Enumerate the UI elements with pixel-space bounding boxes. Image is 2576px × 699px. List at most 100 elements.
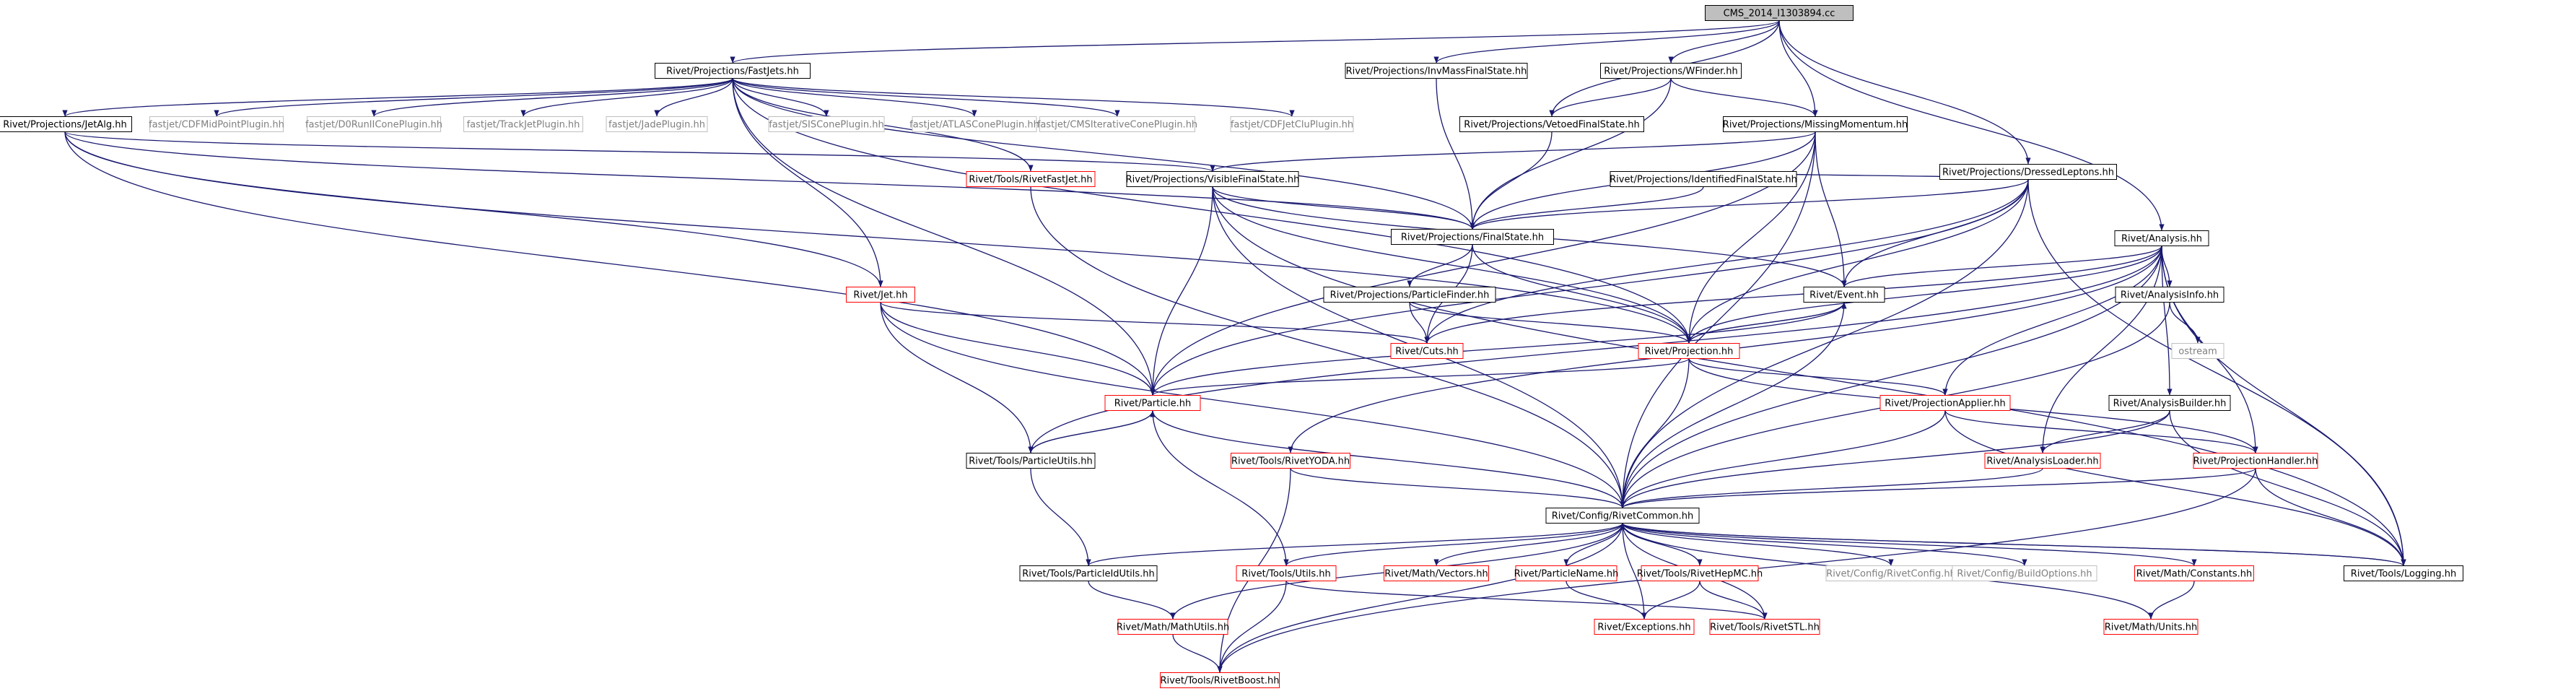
- edge-particle-to-rivetcommon: [1152, 410, 1625, 508]
- node-particleutils-box: [966, 453, 1096, 469]
- node-analysisloader[interactable]: Rivet/AnalysisLoader.hh: [1984, 453, 2101, 469]
- node-particlename[interactable]: Rivet/ParticleName.hh: [1514, 565, 1619, 581]
- edge-identified-to-finalstate: [1470, 186, 1704, 230]
- node-rivetfastjet[interactable]: Rivet/Tools/RivetFastJet.hh: [966, 171, 1096, 187]
- node-event[interactable]: Rivet/Event.hh: [1803, 287, 1885, 303]
- node-particlename-label: Rivet/ParticleName.hh: [1514, 569, 1619, 580]
- edge-projapplier-to-projhandler: [1944, 410, 2258, 453]
- node-rivetboost-label: Rivet/Tools/RivetBoost.hh: [1161, 676, 1280, 687]
- edge-mathutils-to-rivetboost: [1172, 634, 1223, 673]
- node-jade: fastjet/JadePlugin.hh: [606, 116, 708, 132]
- node-buildoptions: Rivet/Config/BuildOptions.hh: [1952, 565, 2097, 581]
- edge-finalstate-to-projection: [1472, 244, 1692, 344]
- node-missmom-label: Rivet/Projections/MissingMomentum.hh: [1723, 120, 1908, 131]
- edge-missmom-to-projection: [1686, 131, 1816, 344]
- node-rivethepmc[interactable]: Rivet/Tools/RivetHepMC.hh: [1637, 565, 1763, 581]
- node-fastjets[interactable]: Rivet/Projections/FastJets.hh: [655, 63, 811, 79]
- node-siscone-box: [768, 116, 885, 132]
- node-buildoptions-label: Rivet/Config/BuildOptions.hh: [1957, 569, 2092, 580]
- edge-rivetcommon-to-rivetboost: [1217, 523, 1623, 673]
- node-logging[interactable]: Rivet/Tools/Logging.hh: [2344, 565, 2463, 581]
- node-rivetconfig: Rivet/Config/RivetConfig.hh: [1825, 565, 1957, 581]
- edge-rivetyoda-to-rivetcommon: [1290, 468, 1625, 508]
- edge-event-to-rivetcommon: [1620, 302, 1845, 508]
- edge-analysis-to-analysisloader: [2040, 246, 2162, 453]
- node-rivetcommon[interactable]: Rivet/Config/RivetCommon.hh: [1545, 508, 1700, 524]
- edge-root-to-missmom: [1778, 20, 1818, 117]
- edge-analysisbuilder-to-analysisloader: [2040, 410, 2170, 453]
- edge-event-to-particle: [1150, 302, 1845, 396]
- node-atlascone-box: [912, 116, 1037, 132]
- edge-fastjets-to-d0run: [371, 77, 733, 118]
- node-exceptions[interactable]: Rivet/Exceptions.hh: [1594, 619, 1695, 635]
- node-cuts[interactable]: Rivet/Cuts.hh: [1390, 343, 1464, 359]
- node-analysisbuilder[interactable]: Rivet/AnalysisBuilder.hh: [2108, 395, 2231, 411]
- node-wfinder[interactable]: Rivet/Projections/WFinder.hh: [1600, 63, 1742, 79]
- edge-rivetcommon-to-particlename: [1563, 523, 1623, 566]
- edge-jet-to-cuts: [880, 301, 1430, 344]
- node-rivethepmc-label: Rivet/Tools/RivetHepMC.hh: [1637, 569, 1763, 580]
- node-rivetboost[interactable]: Rivet/Tools/RivetBoost.hh: [1160, 672, 1280, 688]
- node-projapplier[interactable]: Rivet/ProjectionApplier.hh: [1879, 395, 2011, 411]
- node-dressed[interactable]: Rivet/Projections/DressedLeptons.hh: [1939, 164, 2117, 180]
- edge-fastjets-to-trackjet: [520, 78, 733, 117]
- node-projapplier-label: Rivet/ProjectionApplier.hh: [1885, 399, 2005, 409]
- node-event-box: [1803, 287, 1885, 303]
- node-projection-label: Rivet/Projection.hh: [1645, 347, 1734, 357]
- node-missmom[interactable]: Rivet/Projections/MissingMomentum.hh: [1723, 116, 1908, 132]
- node-particlefinder[interactable]: Rivet/Projections/ParticleFinder.hh: [1323, 287, 1496, 303]
- edge-wfinder-to-missmom: [1670, 78, 1818, 117]
- edge-analysis-to-cuts: [1424, 246, 2162, 344]
- node-vectors[interactable]: Rivet/Math/Vectors.hh: [1384, 565, 1489, 581]
- edge-missmom-to-event: [1815, 131, 1847, 287]
- edge-root-to-invmass: [1433, 20, 1780, 64]
- edge-rivetcommon-to-vectors: [1433, 523, 1623, 566]
- node-particle[interactable]: Rivet/Particle.hh: [1104, 395, 1201, 411]
- node-wfinder-label: Rivet/Projections/WFinder.hh: [1604, 66, 1738, 77]
- node-analysisinfo-label: Rivet/AnalysisInfo.hh: [2121, 290, 2219, 301]
- node-analysis[interactable]: Rivet/Analysis.hh: [2114, 230, 2209, 246]
- node-vetoed[interactable]: Rivet/Projections/VetoedFinalState.hh: [1459, 116, 1644, 132]
- node-invmass-box: [1345, 63, 1528, 79]
- node-analysisinfo[interactable]: Rivet/AnalysisInfo.hh: [2115, 287, 2224, 303]
- node-finalstate[interactable]: Rivet/Projections/FinalState.hh: [1391, 229, 1554, 245]
- edge-utils-to-rivetboost: [1217, 581, 1287, 673]
- node-utils-label: Rivet/Tools/Utils.hh: [1241, 569, 1330, 580]
- node-siscone-label: fastjet/SISConePlugin.hh: [769, 120, 884, 131]
- edge-fastjets-to-siscone: [732, 78, 829, 117]
- node-jet[interactable]: Rivet/Jet.hh: [846, 287, 915, 303]
- node-jetalg[interactable]: Rivet/Projections/JetAlg.hh: [0, 116, 132, 132]
- node-particleutils[interactable]: Rivet/Tools/ParticleUtils.hh: [966, 453, 1096, 469]
- node-projhandler[interactable]: Rivet/ProjectionHandler.hh: [2193, 453, 2318, 469]
- node-root: CMS_2014_I1303894.cc: [1705, 5, 1854, 21]
- node-analysisloader-box: [1984, 453, 2101, 469]
- node-rivetcommon-label: Rivet/Config/RivetCommon.hh: [1552, 511, 1694, 522]
- node-mathutils[interactable]: Rivet/Math/MathUtils.hh: [1117, 619, 1229, 635]
- edge-analysis-to-projapplier: [1942, 246, 2162, 396]
- node-invmass[interactable]: Rivet/Projections/InvMassFinalState.hh: [1345, 63, 1528, 79]
- node-d0run-label: fastjet/D0RunIIConePlugin.hh: [305, 120, 442, 131]
- node-mathutils-box: [1117, 619, 1228, 635]
- node-identified[interactable]: Rivet/Projections/IdentifiedFinalState.h…: [1610, 171, 1797, 187]
- node-constants[interactable]: Rivet/Math/Constants.hh: [2134, 565, 2254, 581]
- node-particleidutils[interactable]: Rivet/Tools/ParticleIdUtils.hh: [1019, 565, 1158, 581]
- node-rivetstl-box: [1709, 619, 1820, 635]
- node-visiblefs[interactable]: Rivet/Projections/VisibleFinalState.hh: [1126, 171, 1300, 187]
- node-utils[interactable]: Rivet/Tools/Utils.hh: [1236, 565, 1337, 581]
- edge-vetoed-to-finalstate: [1470, 131, 1553, 230]
- node-rivetstl[interactable]: Rivet/Tools/RivetSTL.hh: [1709, 619, 1820, 635]
- edge-visiblefs-to-particle: [1150, 186, 1213, 396]
- node-particlename-box: [1515, 565, 1617, 581]
- node-utils-box: [1236, 565, 1337, 581]
- node-mathutils-label: Rivet/Math/MathUtils.hh: [1117, 622, 1229, 633]
- edge-missmom-to-visiblefs: [1210, 131, 1816, 173]
- node-d0run-box: [307, 116, 441, 132]
- edge-root-to-fastjets: [730, 19, 1780, 64]
- node-projection[interactable]: Rivet/Projection.hh: [1638, 343, 1740, 359]
- node-units[interactable]: Rivet/Math/Units.hh: [2103, 619, 2199, 635]
- node-exceptions-box: [1594, 619, 1695, 635]
- node-invmass-label: Rivet/Projections/InvMassFinalState.hh: [1346, 66, 1527, 77]
- node-rivetyoda[interactable]: Rivet/Tools/RivetYODA.hh: [1231, 453, 1350, 469]
- node-cuts-box: [1390, 343, 1464, 359]
